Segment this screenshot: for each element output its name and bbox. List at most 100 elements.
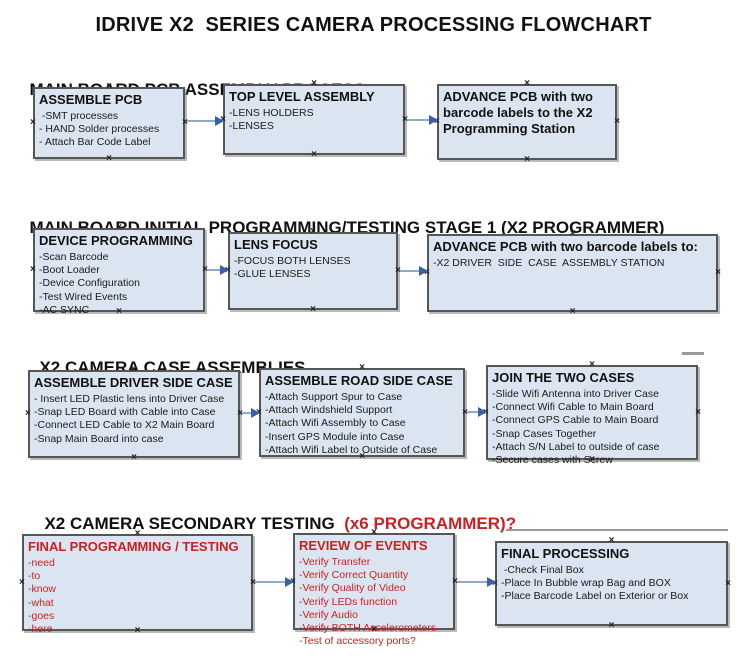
box-title: DEVICE PROGRAMMING bbox=[39, 233, 193, 248]
box-item: -LENSES bbox=[229, 120, 274, 133]
box-item: - Insert LED Plastic lens into Driver Ca… bbox=[34, 393, 225, 405]
section-heading-secondary-testing: X2 CAMERA SECONDARY TESTING (x6 PROGRAMM… bbox=[35, 494, 516, 534]
box-item: -Connect Wifi Cable to Main Board bbox=[492, 401, 654, 414]
box-item: -what bbox=[28, 596, 54, 609]
box-item: -Place Barcode Label on Exterior or Box bbox=[501, 590, 689, 603]
connector-arrow bbox=[187, 116, 224, 126]
arrowhead-icon bbox=[285, 577, 294, 587]
box-item: -Verify Audio bbox=[299, 608, 358, 621]
box-item: -LENS HOLDERS bbox=[229, 107, 314, 119]
box-assemble-driver-side-case: ASSEMBLE DRIVER SIDE CASE - Insert LED P… bbox=[28, 370, 240, 458]
box-title: ASSEMBLE PCB bbox=[39, 92, 143, 107]
box-item: -Scan Barcode bbox=[39, 251, 109, 263]
box-item: -Attach S/N Label to outside of case bbox=[492, 440, 660, 453]
box-item: -Connect GPS Cable to Main Board bbox=[492, 414, 659, 427]
connection-handle-icon bbox=[371, 625, 377, 635]
connection-handle-icon bbox=[131, 453, 137, 463]
box-item: -Snap Main Board into case bbox=[34, 432, 164, 445]
box-item: -need bbox=[28, 557, 55, 569]
page-title: IDRIVE X2 SERIES CAMERA PROCESSING FLOWC… bbox=[95, 14, 652, 36]
connection-handle-icon bbox=[359, 452, 365, 462]
box-item: -Verify Correct Quantity bbox=[299, 569, 409, 582]
stray-line bbox=[682, 352, 704, 355]
box-advance-pcb-driver-case-station: ADVANCE PCB with two barcode labels to: … bbox=[427, 234, 718, 312]
box-assemble-road-side-case: ASSEMBLE ROAD SIDE CASE -Attach Support … bbox=[259, 368, 465, 457]
box-item: -Connect LED Cable to X2 Main Board bbox=[34, 419, 215, 432]
box-item: -Place In Bubble wrap Bag and BOX bbox=[501, 577, 671, 590]
connection-handle-icon bbox=[609, 536, 615, 546]
connection-handle-icon bbox=[30, 118, 36, 128]
connection-handle-icon bbox=[524, 155, 530, 165]
box-item: - HAND Solder processes bbox=[39, 123, 160, 136]
box-item: -Attach Windshield Support bbox=[265, 404, 393, 417]
box-title: ASSEMBLE ROAD SIDE CASE bbox=[265, 373, 453, 388]
connection-handle-icon bbox=[589, 360, 595, 370]
connection-handle-icon bbox=[359, 363, 365, 373]
box-advance-pcb-programming-station: ADVANCE PCB with two barcode labels to t… bbox=[437, 84, 617, 160]
box-title: ASSEMBLE DRIVER SIDE CASE bbox=[34, 375, 233, 390]
box-item-overflow: -Test of accessory ports? bbox=[299, 635, 416, 648]
connection-handle-icon bbox=[524, 79, 530, 89]
connector-arrow bbox=[467, 407, 487, 417]
arrowhead-icon bbox=[215, 116, 224, 126]
box-item: -here bbox=[28, 623, 53, 636]
box-title: ADVANCE PCB with two barcode labels to t… bbox=[443, 89, 593, 136]
connector-arrow bbox=[407, 115, 438, 125]
connection-handle-icon bbox=[116, 307, 122, 317]
box-item: - Attach Bar Code Label bbox=[39, 136, 151, 149]
connection-handle-icon bbox=[131, 365, 137, 375]
box-item: -Snap LED Board with Cable into Case bbox=[34, 406, 216, 419]
connection-handle-icon bbox=[106, 154, 112, 164]
connection-handle-icon bbox=[609, 621, 615, 631]
connection-handle-icon bbox=[570, 229, 576, 239]
box-title: ADVANCE PCB with two barcode labels to: bbox=[433, 239, 698, 254]
box-title: TOP LEVEL ASSEMBLY bbox=[229, 89, 375, 104]
box-title: REVIEW OF EVENTS bbox=[299, 538, 428, 553]
connection-handle-icon bbox=[570, 307, 576, 317]
box-device-programming: DEVICE PROGRAMMING -Scan Barcode -Boot L… bbox=[30, 228, 205, 316]
connection-handle-icon bbox=[116, 223, 122, 233]
arrowhead-icon bbox=[487, 577, 496, 587]
connector-arrow bbox=[207, 265, 229, 275]
stray-line bbox=[506, 529, 728, 531]
box-item: -Attach Wifi Assembly to Case bbox=[265, 417, 406, 430]
connection-handle-icon bbox=[589, 455, 595, 465]
connection-handle-icon bbox=[725, 579, 731, 589]
box-lens-focus: LENS FOCUS -FOCUS BOTH LENSES -GLUE LENS… bbox=[228, 232, 398, 310]
box-title: FINAL PROGRAMMING / TESTING bbox=[28, 539, 239, 554]
box-item: -Boot Loader bbox=[39, 264, 100, 277]
box-top-level-assembly: TOP LEVEL ASSEMBLY -LENS HOLDERS -LENSES bbox=[223, 84, 405, 155]
connection-handle-icon bbox=[310, 227, 316, 237]
box-assemble-pcb: ASSEMBLE PCB -SMT processes - HAND Solde… bbox=[33, 87, 185, 159]
box-title: JOIN THE TWO CASES bbox=[492, 370, 635, 385]
box-item: -Verify Transfer bbox=[299, 556, 371, 568]
box-item: -Attach Wifi Label to Outside of Case bbox=[265, 443, 438, 456]
box-item: -Verify BOTH Accelerometers bbox=[299, 622, 437, 635]
connector-arrow bbox=[457, 577, 496, 587]
box-item: -AC SYNC bbox=[39, 303, 90, 316]
box-item: -Test Wired Events bbox=[39, 290, 128, 303]
box-final-processing: FINAL PROCESSING -Check Final Box -Place… bbox=[495, 541, 728, 626]
connection-handle-icon bbox=[106, 82, 112, 92]
connection-handle-icon bbox=[614, 117, 620, 127]
connection-handle-icon bbox=[371, 528, 377, 538]
box-item: -FOCUS BOTH LENSES bbox=[234, 255, 351, 267]
box-item: -GLUE LENSES bbox=[234, 268, 311, 281]
box-item: -goes bbox=[28, 609, 55, 622]
connection-handle-icon bbox=[695, 408, 701, 418]
box-item: -Check Final Box bbox=[501, 564, 584, 576]
box-item: -Snap Cases Together bbox=[492, 427, 597, 440]
box-item: -Insert GPS Module into Case bbox=[265, 430, 405, 443]
connection-handle-icon bbox=[715, 268, 721, 278]
arrowhead-icon bbox=[429, 115, 438, 125]
connection-handle-icon bbox=[19, 578, 25, 588]
connection-handle-icon bbox=[30, 265, 36, 275]
box-join-the-two-cases: JOIN THE TWO CASES -Slide Wifi Antenna i… bbox=[486, 365, 701, 466]
box-item: -X2 DRIVER SIDE CASE ASSEMBLY STATION bbox=[433, 257, 665, 269]
connection-handle-icon bbox=[311, 79, 317, 89]
connector-arrow bbox=[242, 408, 260, 418]
connection-handle-icon bbox=[135, 626, 141, 636]
connection-handle-icon bbox=[237, 409, 243, 419]
box-review-of-events: REVIEW OF EVENTS -Verify Transfer -Verif… bbox=[293, 533, 455, 647]
box-item: -to bbox=[28, 570, 41, 583]
